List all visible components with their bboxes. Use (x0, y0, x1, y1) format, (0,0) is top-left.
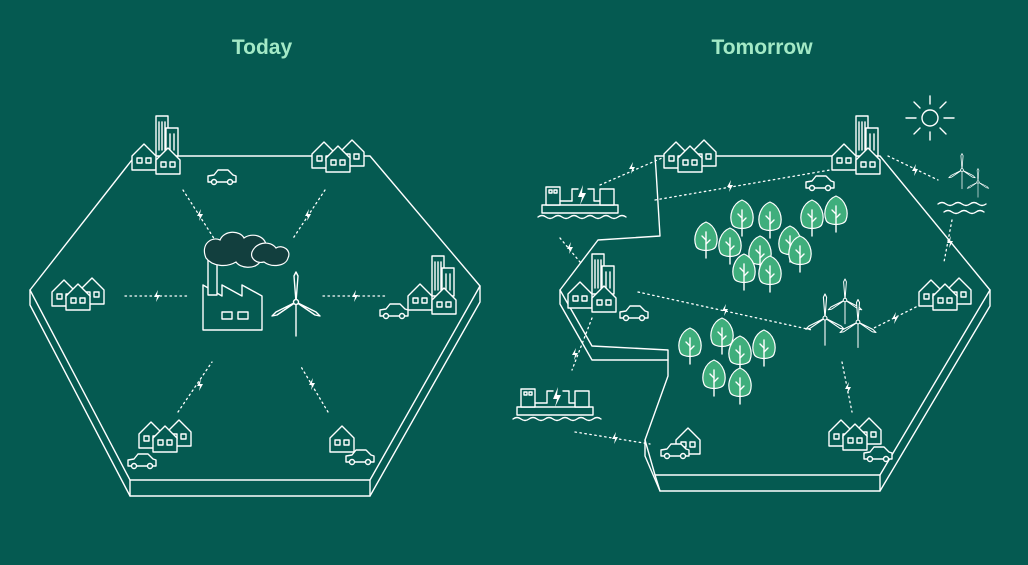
tomorrow-power-links (559, 155, 953, 445)
lightning-bolt-icon (572, 348, 578, 360)
battery-storage-icon (512, 386, 602, 422)
lightning-bolt-icon (912, 164, 918, 176)
lightning-bolt-icon (629, 162, 635, 174)
tomorrow-ground-plate (559, 155, 991, 476)
today-panel (29, 116, 481, 497)
factory-icon (202, 254, 263, 331)
smoke-icon (203, 231, 290, 268)
lightning-bolt-icon (567, 242, 573, 254)
today-title: Today (231, 36, 293, 59)
lightning-bolt-icon (612, 432, 618, 444)
office-buildings-icon (132, 116, 180, 174)
tomorrow-title: Tomorrow (711, 36, 813, 59)
battery-storage-icon (537, 184, 627, 220)
tomorrow-panel (512, 95, 991, 492)
offshore-wind-icon (937, 153, 990, 215)
sun-icon (905, 95, 955, 141)
today-power-links (124, 189, 389, 413)
office-buildings-icon (832, 116, 880, 174)
